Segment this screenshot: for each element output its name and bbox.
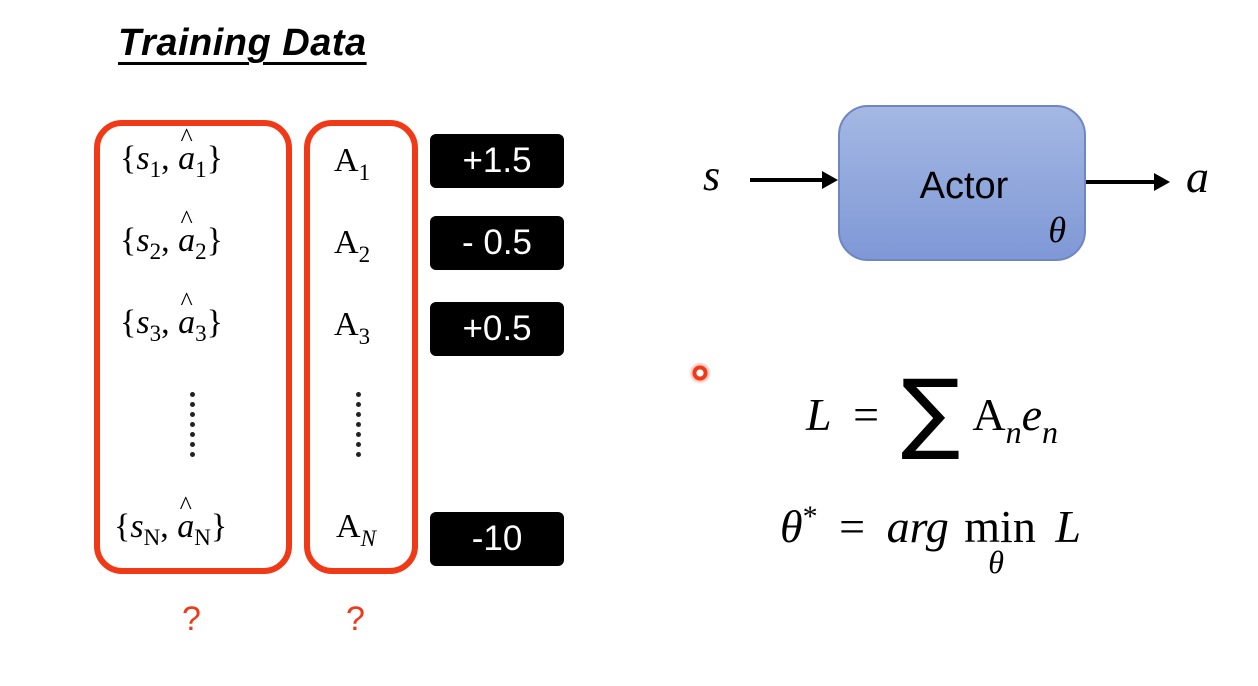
laser-pointer <box>689 362 711 384</box>
score-badge-2: - 0.5 <box>430 216 564 270</box>
actor-box: Actor θ <box>838 105 1086 261</box>
input-arrow <box>750 171 838 189</box>
actor-param: θ <box>1048 210 1066 250</box>
state-action-bracket <box>94 120 292 574</box>
slide-title: Training Data <box>118 22 367 64</box>
score-badge-3: +0.5 <box>430 302 564 356</box>
advantage-n: AN <box>336 508 376 551</box>
loss-formula: L =∑Anen <box>806 360 1058 463</box>
advantage-ellipsis <box>356 392 362 462</box>
question-mark-pairs: ? <box>182 600 201 638</box>
argmin-formula: θ* = arg min θ L <box>780 500 1081 580</box>
output-arrow <box>1086 173 1170 191</box>
sigma-symbol: ∑ <box>901 360 961 463</box>
advantage-1: A1 <box>334 142 371 185</box>
advantage-3: A3 <box>334 306 371 349</box>
score-badge-1: +1.5 <box>430 134 564 188</box>
actor-output-symbol: a <box>1186 151 1209 202</box>
pair-row-n: {sN, aN} <box>114 508 227 550</box>
score-badge-n: -10 <box>430 512 564 566</box>
question-mark-advantage: ? <box>346 600 365 638</box>
pair-row-2: {s2, a2} <box>120 222 223 264</box>
advantage-bracket <box>304 120 418 574</box>
pair-ellipsis <box>190 392 196 462</box>
actor-input-symbol: s <box>703 151 721 200</box>
advantage-2: A2 <box>334 224 371 267</box>
actor-label: Actor <box>919 165 1009 207</box>
pair-row-1: {s1, a1} <box>120 140 223 182</box>
pair-row-3: {s3, a3} <box>120 304 223 346</box>
